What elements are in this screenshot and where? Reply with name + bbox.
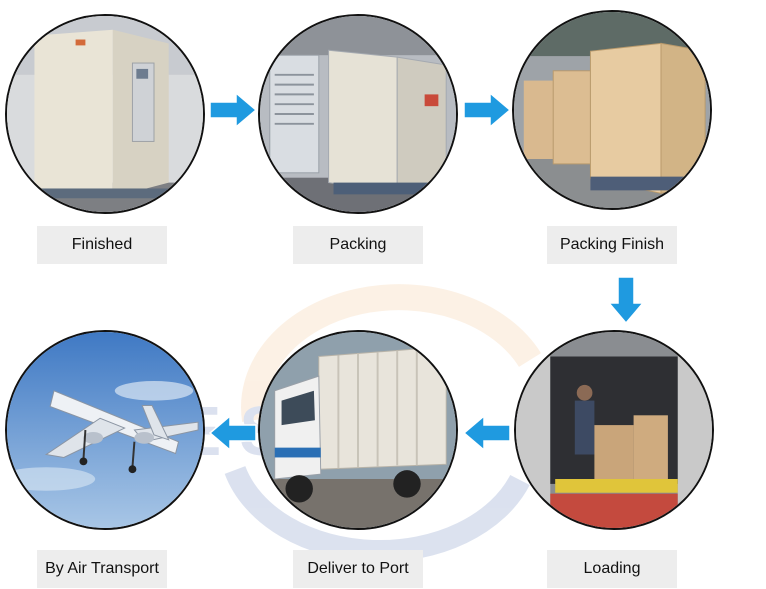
caption-packing: Packing xyxy=(293,226,423,264)
arrow-right-icon xyxy=(462,90,512,130)
caption-finished: Finished xyxy=(37,226,167,264)
caption-packing-finish: Packing Finish xyxy=(547,226,677,264)
arrow-right-icon xyxy=(208,90,258,130)
packing-finish-photo xyxy=(512,10,712,210)
loading-photo xyxy=(514,330,714,530)
deliver-to-port-photo xyxy=(258,330,458,530)
caption-by-air-transport: By Air Transport xyxy=(37,550,167,588)
packing-photo xyxy=(258,14,458,214)
caption-deliver-to-port: Deliver to Port xyxy=(293,550,423,588)
caption-loading: Loading xyxy=(547,550,677,588)
arrow-down-icon xyxy=(606,275,646,325)
by-air-transport-photo xyxy=(5,330,205,530)
finished-photo xyxy=(5,14,205,214)
arrow-left-icon xyxy=(208,413,258,453)
arrow-left-icon xyxy=(462,413,512,453)
